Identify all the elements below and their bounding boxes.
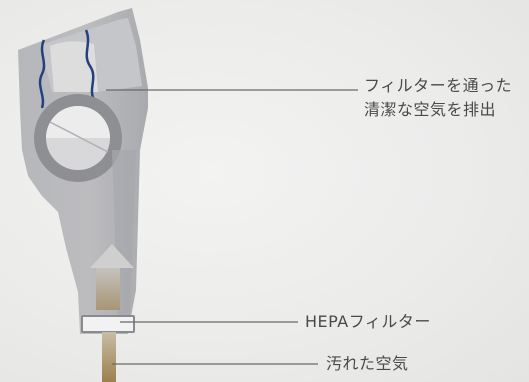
label-exhaust-line1: フィルターを通った [364, 76, 513, 95]
label-exhaust-line2: 清潔な空気を排出 [364, 100, 497, 119]
label-exhaust-clean-air: フィルターを通った 清潔な空気を排出 [364, 74, 512, 122]
airflow-arrow-head [90, 244, 134, 268]
airflow-arrow [96, 262, 120, 310]
filter-wave-right [84, 29, 96, 101]
motor-ring-shade [46, 106, 110, 138]
intake-tube [102, 332, 116, 382]
motor-ring-split [49, 121, 109, 153]
label-hepa-filter: HEPAフィルター [305, 312, 431, 331]
filter-wave-left [38, 39, 46, 109]
label-dirty-air: 汚れた空気 [326, 354, 409, 373]
hepa-filter-slot [81, 315, 135, 333]
